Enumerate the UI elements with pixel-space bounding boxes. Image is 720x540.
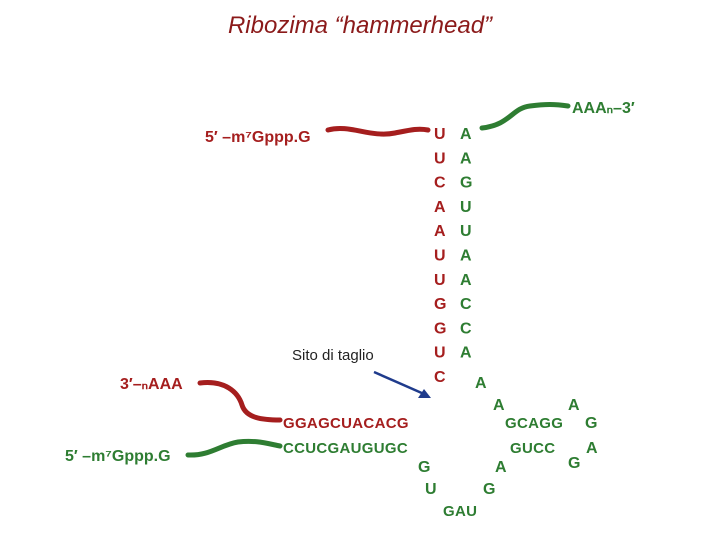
stem-nucleotide: A: [460, 272, 472, 289]
loop-nucleotide: A: [495, 459, 507, 476]
loop-nucleotide: G: [483, 481, 495, 498]
arrow-head-icon: [418, 389, 431, 398]
stem-nucleotide: C: [460, 320, 472, 337]
mid-left-label: 3′–ₙAAA: [120, 376, 183, 393]
loop-nucleotide: G: [418, 459, 430, 476]
stem-nucleotide: A: [460, 150, 472, 167]
bottom-left-label: 5′ –m⁷Gppp.G: [65, 448, 171, 465]
loop-nucleotide: U: [425, 481, 437, 498]
loop-sequence: GUCC: [510, 440, 555, 457]
red-strand-top: [325, 126, 431, 137]
stem-nucleotide: U: [434, 345, 446, 362]
page-title: Ribozima “hammerhead”: [227, 12, 493, 39]
stem-nucleotide: U: [460, 199, 472, 216]
stem-nucleotide: U: [460, 223, 472, 240]
cleavage-site-label: Sito di taglio: [292, 347, 374, 364]
green-helix-sequence: CCUCGAUGUGC: [283, 440, 408, 457]
stem-nucleotide: G: [434, 296, 446, 313]
green-strand-bottom: [185, 438, 283, 458]
stem-nucleotide: C: [434, 175, 446, 192]
stem-nucleotide: A: [434, 223, 446, 240]
green-strand-top: [479, 102, 571, 131]
stem-nucleotide: A: [460, 248, 472, 265]
stem-nucleotide: G: [460, 175, 472, 192]
loop-nucleotide: G: [568, 455, 580, 472]
stem-nucleotide: A: [460, 126, 472, 143]
stem-nucleotide: U: [434, 272, 446, 289]
loop-nucleotide: G: [585, 415, 597, 432]
loop-sequence: GCAGG: [505, 415, 563, 432]
loop-nucleotide: A: [475, 375, 487, 392]
stem-nucleotide: G: [434, 320, 446, 337]
red-helix-sequence: GGAGCUACACG: [283, 415, 409, 432]
loop-nucleotide: A: [493, 397, 505, 414]
loop-nucleotide: A: [586, 440, 598, 457]
stem-nucleotide: A: [460, 345, 472, 362]
stem-nucleotide: C: [460, 296, 472, 313]
stem-nucleotide: U: [434, 150, 446, 167]
stem-nucleotide: U: [434, 126, 446, 143]
cleavage-arrow-icon: [373, 370, 425, 396]
loop-nucleotide: A: [568, 397, 580, 414]
stem-nucleotide: C: [434, 369, 446, 386]
stem-nucleotide: U: [434, 248, 446, 265]
loop-sequence: GAU: [443, 503, 477, 520]
top-left-label: 5′ –m⁷Gppp.G: [205, 129, 311, 146]
stem-nucleotide: A: [434, 199, 446, 216]
top-right-label: AAAₙ–3′: [572, 100, 635, 117]
red-strand-middle: [197, 380, 283, 423]
